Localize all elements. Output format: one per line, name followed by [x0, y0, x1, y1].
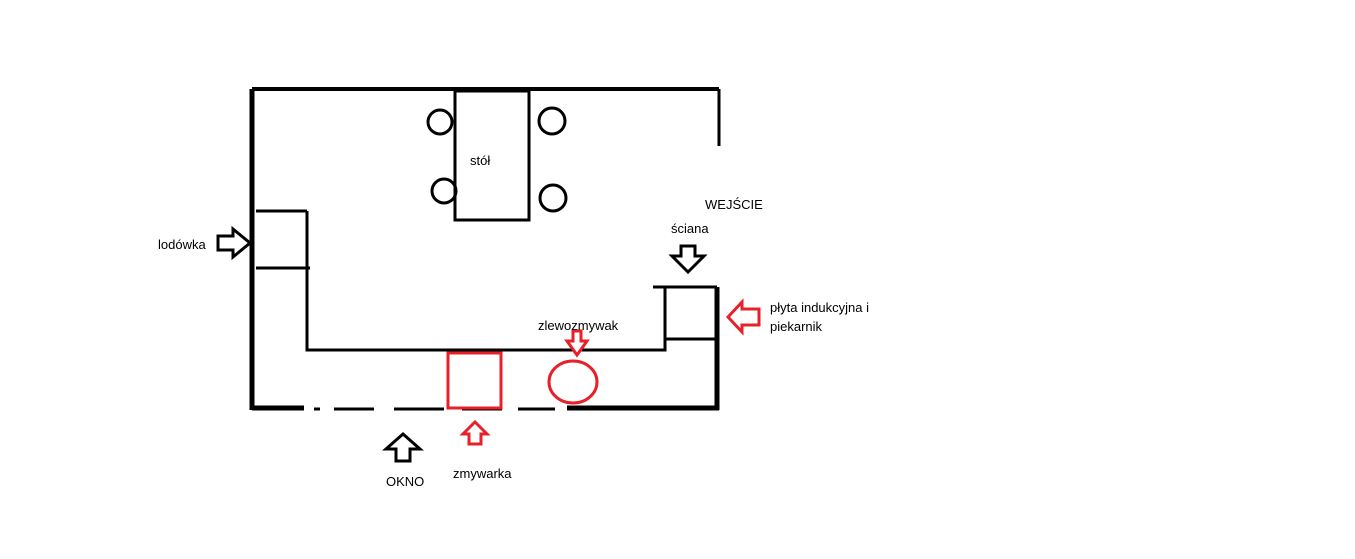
- window-label: OKNO: [386, 474, 425, 489]
- counter-edge: [305, 211, 717, 352]
- dining-table: [426, 89, 568, 222]
- sink-bowl: [547, 359, 599, 405]
- arrow-right-icon: [216, 225, 253, 261]
- chair-icon: [430, 177, 458, 205]
- hob-label-line2: piekarnik: [770, 319, 823, 334]
- counter: [256, 209, 719, 352]
- arrow-down-icon: [564, 329, 590, 358]
- chair-icon: [426, 108, 454, 136]
- chair-icon: [537, 106, 567, 136]
- black-arrows: [216, 225, 708, 463]
- hob-label-line1: płyta indukcyjna i: [770, 300, 869, 315]
- room-walls: [249, 87, 721, 411]
- entrance-label: WEJŚCIE: [705, 197, 763, 212]
- dishwasher-box: [446, 351, 503, 410]
- appliances: [446, 351, 599, 410]
- sink-label: zlewozmywak: [538, 318, 619, 333]
- arrow-down-icon: [668, 244, 708, 275]
- dishwasher-label: zmywarka: [453, 466, 512, 481]
- arrow-up-icon: [459, 419, 491, 446]
- chair-icon: [538, 183, 568, 213]
- table-top: [453, 89, 531, 222]
- table-label: stół: [470, 153, 491, 168]
- fridge-label: lodówka: [158, 237, 206, 252]
- red-arrows: [459, 298, 761, 446]
- wall-label: ściana: [671, 221, 709, 236]
- arrow-up-icon: [382, 431, 424, 463]
- arrow-left-icon: [725, 298, 761, 336]
